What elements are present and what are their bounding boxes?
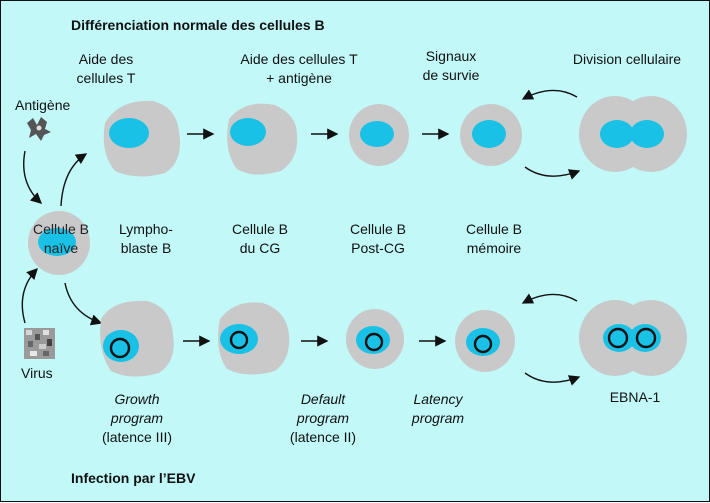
top-title: Différenciation normale des cellules B [71, 17, 325, 33]
lymphoblast-label: Lympho-blaste B [119, 221, 173, 256]
latency-program-cell-2 [455, 310, 515, 372]
arrow-division-top-back [521, 89, 578, 100]
virus-label: Virus [21, 365, 53, 381]
dividing-cell-top [579, 96, 687, 172]
post-gc-b-cell [349, 104, 409, 166]
default-program-cell [218, 302, 290, 375]
virus-icon [24, 328, 55, 359]
arrow-naive-to-growth [64, 282, 103, 326]
lymphoblast-cell [103, 100, 181, 177]
growth-program-cell [100, 300, 174, 377]
naive-b-cell [28, 211, 90, 275]
antigen-icon [27, 117, 51, 141]
arrow-antigen-to-naive [23, 150, 43, 204]
arrow-division-bottom-forward [524, 372, 581, 386]
latency-program-cell-1 [346, 309, 404, 369]
arrow-division-bottom-back [521, 293, 578, 304]
ebna-1-label: EBNA-1 [609, 389, 661, 405]
header-cell-division: Division cellulaire [572, 51, 682, 67]
dividing-cell-bottom [579, 300, 687, 376]
memory-b-cell [460, 104, 522, 166]
arrow-division-top-forward [524, 166, 581, 180]
header-t-cell-help-antigen: Aide des cellules T+ antigène [240, 51, 358, 86]
bottom-title: Infection par l’EBV [71, 470, 196, 486]
antigen-label: Antigène [15, 97, 71, 113]
arrow-virus-to-naive [21, 267, 38, 324]
arrow-naive-to-lymphoblast [60, 153, 88, 207]
gc-b-cell [227, 103, 298, 175]
